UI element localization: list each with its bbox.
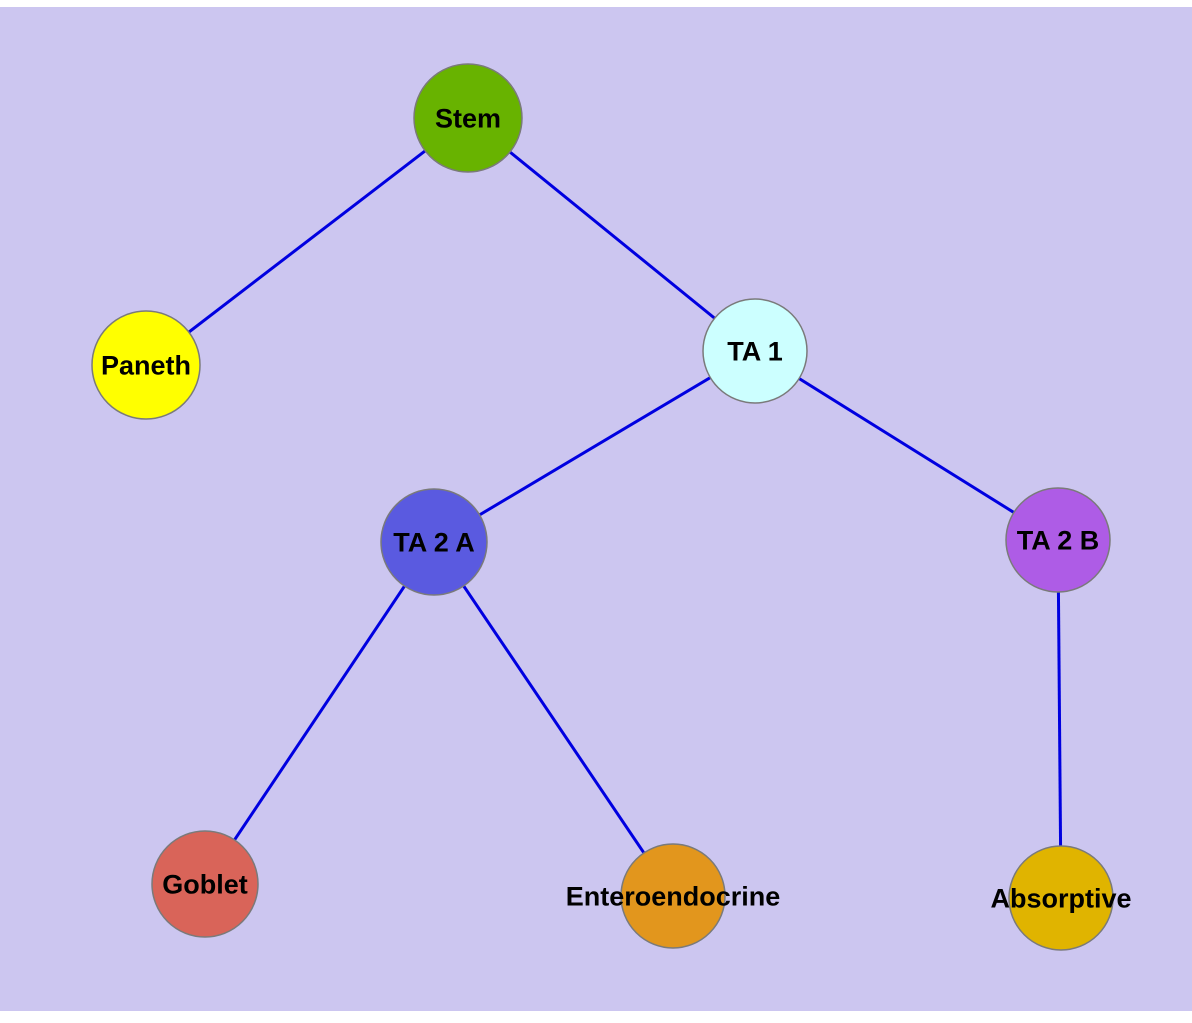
- edge-ta2a-enteroendocrine: [432, 541, 675, 897]
- edge-ta1-ta2a: [433, 349, 756, 544]
- edge-stem-paneth: [145, 116, 469, 367]
- node-enteroendocrine: [620, 843, 726, 949]
- node-ta2b: [1005, 487, 1111, 593]
- nodes-layer: [91, 63, 1114, 951]
- edge-ta2b-absorptive: [1056, 539, 1063, 899]
- node-ta2a: [380, 488, 488, 596]
- node-goblet: [151, 830, 259, 938]
- node-absorptive: [1008, 845, 1114, 951]
- edge-stem-ta1: [467, 116, 756, 353]
- node-paneth: [91, 310, 201, 420]
- edges-layer: [145, 116, 1063, 899]
- edge-ta2a-goblet: [203, 541, 436, 885]
- node-stem: [413, 63, 523, 173]
- edge-ta1-ta2b: [754, 349, 1059, 542]
- node-ta1: [702, 298, 808, 404]
